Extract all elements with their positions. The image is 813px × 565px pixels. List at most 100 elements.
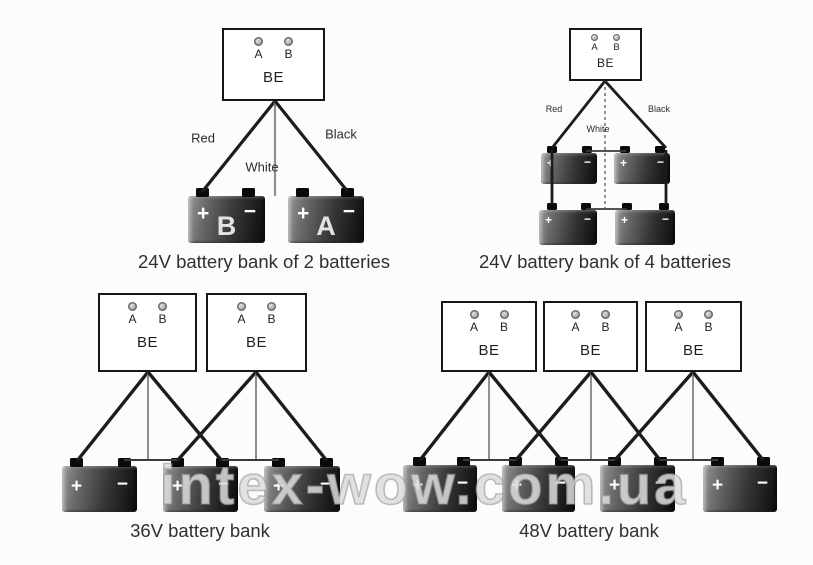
wire-black-36v-be2 (254, 370, 329, 463)
battery-plus-terminal (171, 458, 184, 467)
battery-plus-terminal (620, 146, 630, 153)
minus-sign: − (656, 155, 664, 169)
battery-minus-terminal (341, 188, 354, 197)
wire-label-red: Red (191, 130, 215, 146)
port-b-label: B (704, 320, 713, 334)
battery-minus-terminal (457, 457, 470, 466)
plus-sign: + (172, 476, 184, 497)
be-label: BE (245, 334, 267, 351)
be-label: BE (136, 334, 158, 351)
be-label: BE (682, 342, 704, 359)
plus-sign: + (620, 156, 628, 170)
battery-minus-terminal (654, 457, 667, 466)
minus-sign: − (554, 473, 566, 494)
port-b-indicator-icon (158, 302, 167, 311)
battery-plus-terminal (608, 457, 621, 466)
minus-sign: − (319, 474, 331, 495)
battery-minus-terminal (216, 458, 229, 467)
minus-sign: − (342, 200, 355, 223)
battery-plus-terminal (413, 457, 426, 466)
battery-a: + − A (288, 188, 364, 243)
battery-minus-terminal (118, 458, 131, 467)
wire-label-red: Red (545, 104, 563, 114)
port-a-label: A (674, 320, 683, 334)
be-equalizer-box: A B BE (222, 28, 325, 101)
be-label: BE (579, 342, 601, 359)
wire-label-black: Black (647, 104, 671, 114)
port-a-label: A (591, 42, 598, 53)
wire-black-24v2 (273, 99, 350, 194)
battery-plus-terminal (547, 146, 557, 153)
plus-sign: + (545, 213, 553, 227)
minus-sign: − (654, 473, 666, 494)
wire-red-48v-be2 (514, 370, 593, 462)
battery-minus-terminal (581, 203, 591, 210)
battery-minus-terminal (655, 146, 665, 153)
minus-sign: − (583, 155, 591, 169)
port-b-label: B (284, 47, 293, 61)
port-b-indicator-icon (499, 310, 509, 319)
battery-plus-terminal (70, 458, 83, 467)
minus-sign: − (456, 473, 468, 494)
battery-plus-terminal (547, 203, 557, 210)
caption-48v-bank: 48V battery bank (519, 520, 659, 541)
battery-minus-terminal (555, 457, 568, 466)
wire-red-24v4 (550, 80, 607, 149)
minus-sign: − (756, 473, 768, 494)
battery-2: + − (163, 458, 238, 512)
plus-sign: + (297, 202, 310, 225)
plus-sign: + (197, 202, 210, 225)
plus-sign: + (712, 475, 724, 496)
wire-label-white: White (586, 124, 610, 134)
port-a-indicator-icon (469, 310, 479, 319)
port-b-label: B (499, 320, 508, 334)
battery-plus-terminal (272, 458, 285, 467)
battery-top-right: + − (614, 146, 670, 184)
battery-minus-terminal (582, 146, 592, 153)
port-b-indicator-icon (613, 34, 620, 41)
battery-letter: A (316, 211, 336, 242)
be-label: BE (596, 56, 614, 70)
port-a-indicator-icon (591, 34, 598, 41)
port-b-indicator-icon (601, 310, 610, 319)
battery-b: + − B (188, 188, 265, 243)
wire-red-48v-be1 (418, 370, 491, 462)
wire-black-48v-be2 (589, 370, 662, 462)
minus-sign: − (661, 212, 669, 226)
port-b-label: B (601, 320, 610, 334)
battery-plus-terminal (196, 188, 209, 197)
caption-36v-bank: 36V battery bank (130, 520, 270, 541)
battery-3: + − (600, 457, 675, 512)
battery-1: + − (62, 458, 137, 512)
port-b-indicator-icon (704, 310, 713, 319)
battery-2: + − (502, 457, 575, 512)
be-equalizer-box-1: A B BE (98, 293, 197, 372)
plus-sign: + (412, 475, 424, 496)
plus-sign: + (71, 476, 83, 497)
wire-black-48v-be1 (487, 370, 563, 462)
minus-sign: − (583, 212, 591, 226)
port-b-label: B (613, 42, 620, 53)
port-a-label: A (128, 312, 137, 326)
port-a-label: A (571, 320, 580, 334)
be-equalizer-box-3: A B BE (645, 301, 742, 372)
port-a-indicator-icon (571, 310, 580, 319)
port-b-indicator-icon (267, 302, 276, 311)
plus-sign: + (609, 475, 621, 496)
wire-black-24v4 (603, 80, 668, 149)
caption-24v-4-batteries: 24V battery bank of 4 batteries (479, 251, 731, 272)
port-a-label: A (469, 320, 478, 334)
wire-red-36v-be2 (175, 370, 258, 463)
plus-sign: + (511, 475, 523, 496)
battery-top-left: + − (541, 146, 597, 184)
be-equalizer-box-1: A B BE (441, 301, 537, 372)
battery-minus-terminal (659, 203, 669, 210)
wire-label-black: Black (325, 126, 357, 142)
battery-1: + − (403, 457, 477, 512)
wire-black-48v-be3 (691, 370, 765, 462)
wire-black-36v-be1 (146, 370, 224, 463)
be-equalizer-box-2: A B BE (543, 301, 638, 372)
minus-sign: − (116, 474, 128, 495)
wire-red-48v-be3 (613, 370, 695, 462)
